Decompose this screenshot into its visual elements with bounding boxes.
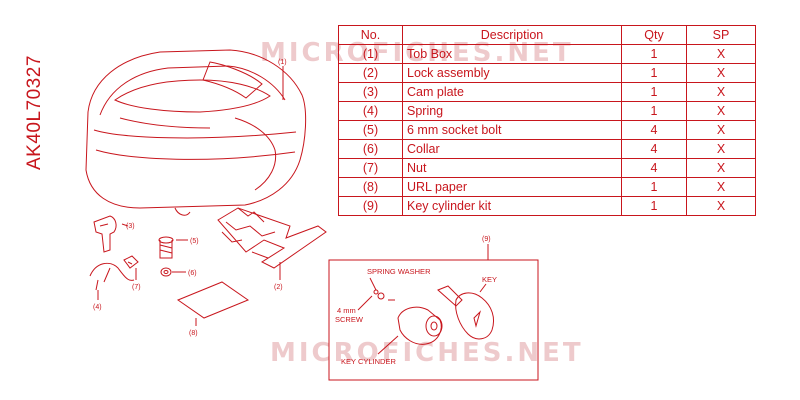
callout-7: (7) — [132, 284, 141, 291]
cell-qty: 1 — [621, 196, 687, 216]
cell-no: (3) — [338, 82, 403, 102]
cell-description: Spring — [402, 101, 622, 121]
cell-sp: X — [686, 101, 756, 121]
callout-4: (4) — [93, 304, 102, 311]
spring-illustration — [89, 262, 135, 291]
cell-qty: 1 — [621, 101, 687, 121]
callout-8: (8) — [189, 330, 198, 337]
cell-sp: X — [686, 44, 756, 64]
cell-description: Nut — [402, 158, 622, 178]
header-sp: SP — [686, 25, 756, 45]
cell-no: (4) — [338, 101, 403, 121]
key-cylinder-label: KEY CYLINDER — [341, 357, 396, 366]
cell-description: Key cylinder kit — [402, 196, 622, 216]
lock-assembly-illustration — [217, 207, 327, 269]
callout-3: (3) — [126, 223, 135, 230]
cam-plate-illustration — [93, 215, 117, 253]
top-box-illustration — [85, 49, 307, 216]
cell-sp: X — [686, 82, 756, 102]
cell-description: Tob Box — [402, 44, 622, 64]
cell-description: URL paper — [402, 177, 622, 197]
spring-washer-label: SPRING WASHER — [367, 267, 431, 276]
cell-qty: 1 — [621, 177, 687, 197]
callout-9: (9) — [482, 236, 491, 243]
socket-bolt-illustration — [158, 236, 174, 259]
cell-sp: X — [686, 177, 756, 197]
callout-2: (2) — [274, 284, 283, 291]
header-qty: Qty — [621, 25, 687, 45]
cell-no: (9) — [338, 196, 403, 216]
cell-description: Cam plate — [402, 82, 622, 102]
callout-1: (1) — [278, 59, 287, 66]
cell-qty: 4 — [621, 139, 687, 159]
cell-qty: 4 — [621, 120, 687, 140]
header-description: Description — [402, 25, 622, 45]
cell-no: (5) — [338, 120, 403, 140]
cell-no: (6) — [338, 139, 403, 159]
table-header-row: No. Description Qty SP — [338, 25, 756, 45]
cell-sp: X — [686, 158, 756, 178]
cell-sp: X — [686, 196, 756, 216]
cell-sp: X — [686, 139, 756, 159]
cell-no: (8) — [338, 177, 403, 197]
screw-label: SCREW — [335, 315, 364, 324]
cell-qty: 1 — [621, 44, 687, 64]
cell-description: 6 mm socket bolt — [402, 120, 622, 140]
cell-description: Collar — [402, 139, 622, 159]
cell-description: Lock assembly — [402, 63, 622, 83]
watermark-bottom: MICROFICHES.NET — [270, 338, 584, 368]
cell-qty: 4 — [621, 158, 687, 178]
leader-lines — [97, 66, 489, 355]
cell-sp: X — [686, 63, 756, 83]
cell-sp: X — [686, 120, 756, 140]
url-paper-illustration — [176, 281, 250, 319]
screw-size-label: 4 mm — [337, 306, 356, 315]
key-label: KEY — [482, 275, 497, 284]
nut-illustration — [123, 255, 139, 269]
cell-qty: 1 — [621, 63, 687, 83]
cell-no: (1) — [338, 44, 403, 64]
cell-qty: 1 — [621, 82, 687, 102]
cell-no: (7) — [338, 158, 403, 178]
cell-no: (2) — [338, 63, 403, 83]
callout-6: (6) — [188, 270, 197, 277]
collar-illustration — [160, 267, 172, 277]
header-no: No. — [338, 25, 403, 45]
key-cylinder-kit-box — [328, 259, 539, 381]
callout-5: (5) — [190, 238, 199, 245]
